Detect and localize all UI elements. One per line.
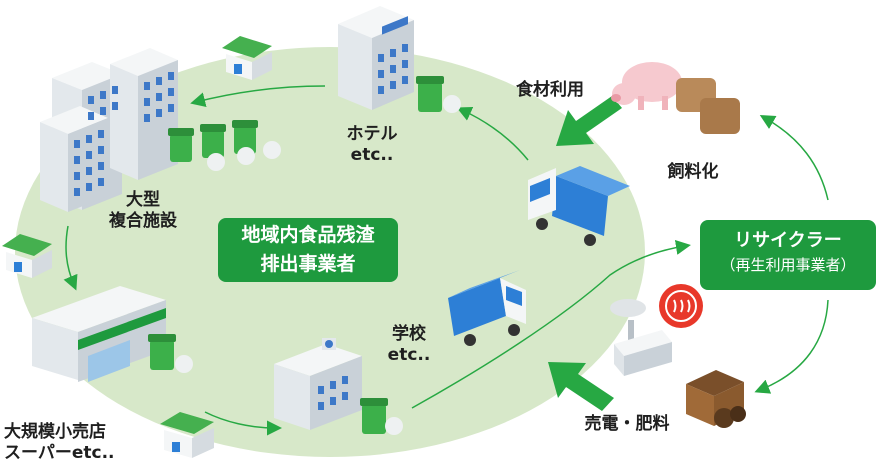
hotel-label: ホテル etc.. xyxy=(346,124,398,165)
feed-sacks-icon xyxy=(676,78,740,134)
complex-facility-label: 大型 複合施設 xyxy=(109,190,177,231)
complex-waste-bins xyxy=(168,120,281,171)
complex-windows xyxy=(74,72,174,196)
food-use-label: 食材利用 xyxy=(516,80,584,100)
center-label-line1: 地域内食品残渣 xyxy=(241,224,375,246)
flow-arrow-truck-to-hotel xyxy=(456,106,529,161)
hotel-waste-bin xyxy=(416,76,461,113)
small-house-top xyxy=(222,36,272,80)
recycler-label-line1: リサイクラー xyxy=(734,230,842,251)
small-house-left xyxy=(2,234,52,278)
collection-truck-lower xyxy=(448,270,526,346)
flow-arrow-complex-to-retail xyxy=(63,225,78,291)
big-arrow-food-use xyxy=(556,96,622,146)
power-fertilizer-label: 売電・肥料 xyxy=(584,414,670,434)
flow-arrow-school-to-recycler xyxy=(411,240,691,409)
retail-store-label: 大規模小売店 スーパーetc.. xyxy=(4,422,115,463)
collection-truck-upper xyxy=(528,166,630,246)
school-windows xyxy=(318,376,348,410)
recycler-label-line2: （再生利用事業者） xyxy=(720,256,856,274)
center-label-line2: 排出事業者 xyxy=(260,253,356,275)
school-waste-bin xyxy=(360,398,403,435)
pig-icon xyxy=(611,62,682,110)
feed-label: 飼料化 xyxy=(667,162,719,182)
center-label-box: 地域内食品残渣 排出事業者 xyxy=(218,218,398,282)
power-plant-icon xyxy=(610,299,672,376)
retail-waste-bin xyxy=(148,334,193,373)
hotel-windows xyxy=(378,44,408,94)
big-arrow-power-fertilizer xyxy=(548,362,614,411)
flow-arrow-recycler-to-feed xyxy=(759,115,829,201)
compost-crate-icon xyxy=(686,370,746,428)
small-house-bottom xyxy=(160,412,214,458)
school-building xyxy=(274,338,362,430)
hotel-building xyxy=(338,6,414,110)
retail-store-building xyxy=(32,286,166,382)
school-label: 学校 etc.. xyxy=(387,324,431,365)
flow-arrow-hotel-to-complex xyxy=(190,85,326,108)
heat-power-icon xyxy=(659,284,703,328)
recycler-label-box: リサイクラー （再生利用事業者） xyxy=(700,220,876,290)
flow-arrow-retail-to-school xyxy=(204,411,282,436)
flow-arrow-recycler-to-compost xyxy=(754,299,829,394)
